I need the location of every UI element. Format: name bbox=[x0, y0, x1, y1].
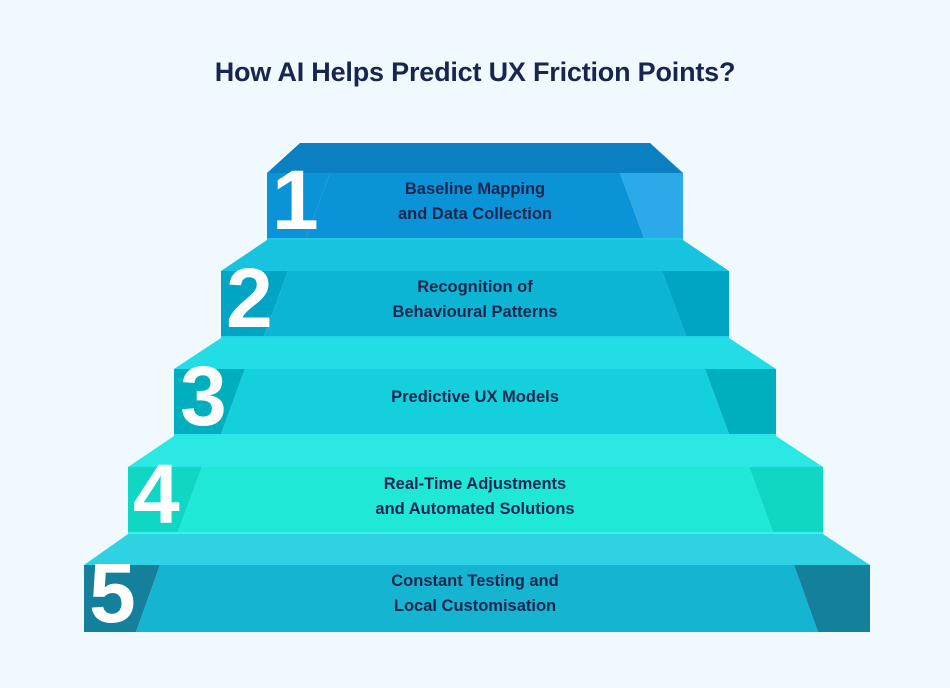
tier-3-center-face bbox=[221, 369, 729, 434]
tier-2-label-line1: Recognition of bbox=[417, 278, 533, 296]
tier-2-center-face bbox=[264, 271, 686, 336]
pyramid-tier-4[interactable]: 4 Real-Time Adjustments and Automated So… bbox=[128, 436, 823, 542]
tier-2-number: 2 bbox=[226, 251, 273, 345]
tier-2-left-facet bbox=[221, 271, 288, 336]
tier-5-label-line2: Local Customisation bbox=[394, 597, 556, 615]
tier-5-top-face bbox=[84, 534, 870, 565]
tier-1-center-face bbox=[306, 173, 644, 238]
tier-3-left-facet bbox=[174, 369, 245, 434]
tier-4-number: 4 bbox=[133, 447, 180, 541]
tier-1-top-face bbox=[267, 143, 683, 173]
tier-5-center-face bbox=[136, 565, 818, 632]
tier-3-right-facet bbox=[705, 369, 776, 434]
tier-5-number: 5 bbox=[89, 546, 136, 640]
tier-2-label-line2: Behavioural Patterns bbox=[392, 303, 557, 321]
tier-5-left-facet bbox=[84, 565, 160, 632]
tier-3-top-face bbox=[174, 338, 776, 369]
pyramid-tier-1[interactable]: 1 Baseline Mapping and Data Collection bbox=[267, 143, 683, 248]
pyramid-tier-5[interactable]: 5 Constant Testing and Local Customisati… bbox=[84, 534, 870, 640]
tier-4-label-line2: and Automated Solutions bbox=[375, 500, 574, 518]
tier-4-left-facet bbox=[128, 467, 202, 532]
tier-5-label-line1: Constant Testing and bbox=[391, 572, 558, 590]
tier-4-top-face bbox=[128, 436, 823, 467]
tier-2-top-face bbox=[221, 240, 729, 271]
tier-3-label-line1: Predictive UX Models bbox=[391, 388, 559, 406]
tier-1-right-facet bbox=[620, 173, 683, 238]
tier-1-left-facet bbox=[267, 173, 330, 238]
tier-3-number: 3 bbox=[180, 349, 227, 443]
tier-4-center-face bbox=[178, 467, 773, 532]
pyramid-tier-3[interactable]: 3 Predictive UX Models bbox=[174, 338, 776, 444]
tier-5-right-facet bbox=[794, 565, 870, 632]
tier-4-label-line1: Real-Time Adjustments bbox=[384, 475, 566, 493]
tier-1-label-line1: Baseline Mapping bbox=[405, 180, 545, 198]
tier-1-number: 1 bbox=[272, 153, 319, 247]
pyramid-tier-2[interactable]: 2 Recognition of Behavioural Patterns bbox=[221, 240, 729, 346]
page-title: How AI Helps Predict UX Friction Points? bbox=[214, 57, 736, 87]
tier-4-right-facet bbox=[749, 467, 823, 532]
tier-1-label-line2: and Data Collection bbox=[398, 205, 552, 223]
tier-2-right-facet bbox=[662, 271, 729, 336]
